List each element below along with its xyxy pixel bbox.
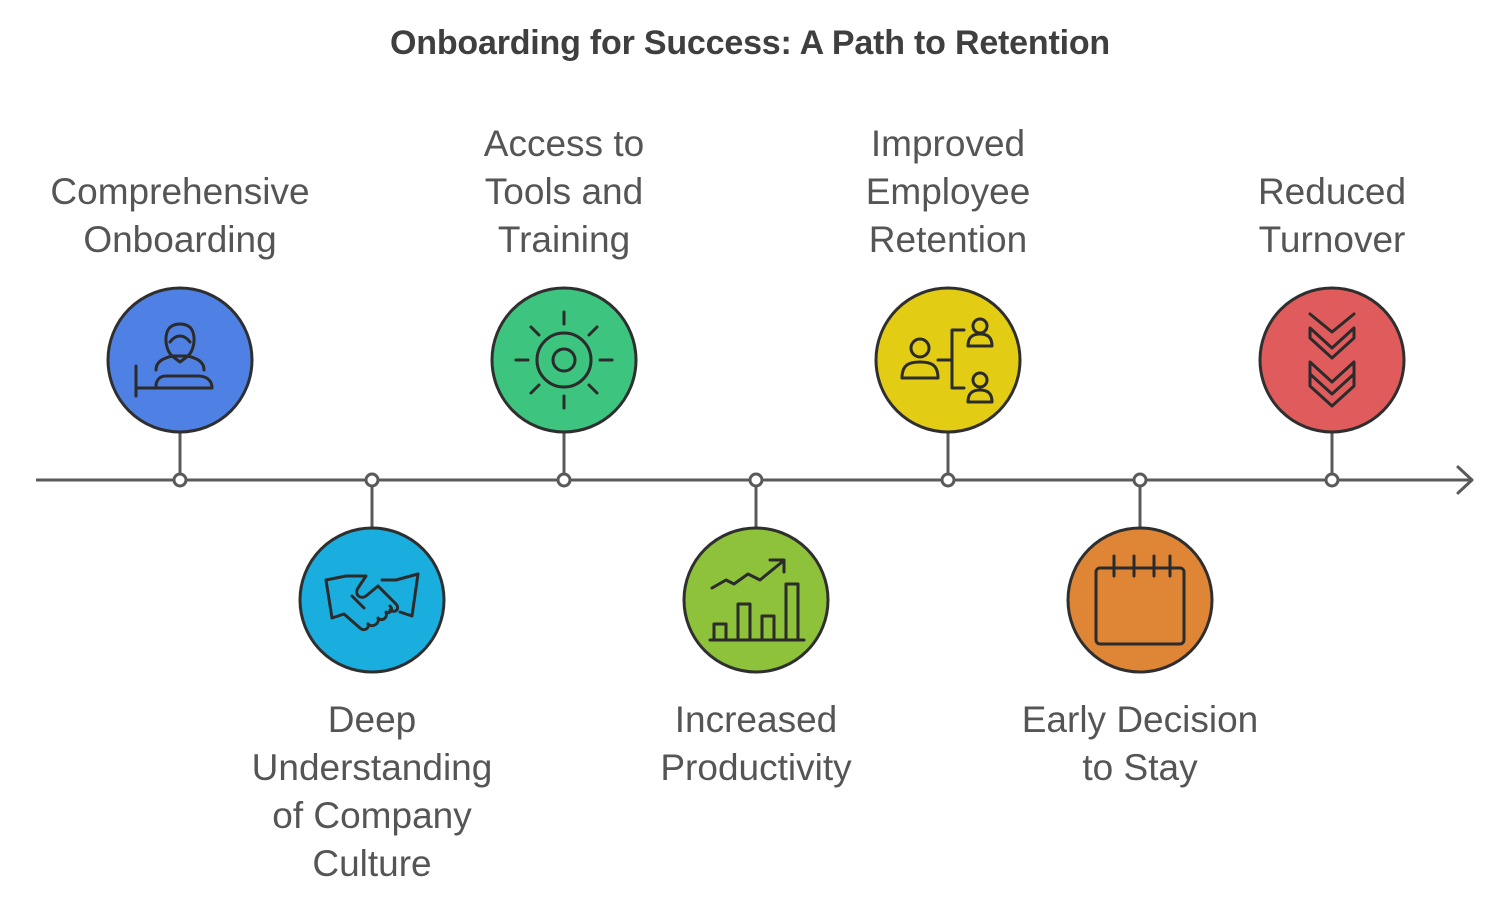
step-label-line: Productivity	[660, 747, 852, 788]
axis-marker	[172, 472, 188, 488]
step-node	[1258, 286, 1406, 434]
axis-marker	[748, 472, 764, 488]
calendar-icon	[1094, 554, 1186, 646]
step-label-line: Tools and	[484, 171, 644, 212]
step-label-line: Improved	[870, 123, 1026, 164]
timeline-connectors	[172, 432, 1340, 528]
step-label-line: Deep	[327, 699, 417, 740]
axis-marker	[1324, 472, 1340, 488]
step-label-line: Culture	[312, 843, 432, 884]
axis-marker	[940, 472, 956, 488]
chevrons-down-icon	[1308, 312, 1356, 408]
step-node	[490, 286, 638, 434]
step-label-line: to Stay	[1082, 747, 1198, 788]
step-label-line: Reduced	[1257, 171, 1407, 212]
axis-marker	[556, 472, 572, 488]
axis-marker	[1132, 472, 1148, 488]
step-node	[682, 526, 830, 674]
org-chart-icon	[900, 317, 994, 404]
step-label: Early Decision to Stay	[990, 696, 1290, 792]
step-node	[1066, 526, 1214, 674]
axis-marker	[364, 472, 380, 488]
step-label-line: Employee	[865, 171, 1031, 212]
step-label-line: Retention	[868, 219, 1028, 260]
step-label-line: Access to	[483, 123, 645, 164]
step-label-line: Turnover	[1258, 219, 1406, 260]
gear-icon	[514, 310, 614, 410]
step-label-line: Onboarding	[83, 219, 277, 260]
step-node	[298, 526, 446, 674]
step-label-line: Training	[497, 219, 631, 260]
person-at-desk-icon	[134, 322, 214, 398]
step-label-line: Understanding	[251, 747, 493, 788]
handshake-icon	[324, 572, 420, 632]
step-label-line: of Company	[272, 795, 472, 836]
step-label-line: Early Decision	[1021, 699, 1259, 740]
growth-chart-icon	[708, 558, 806, 642]
step-node	[106, 286, 254, 434]
timeline-arrowhead	[1456, 465, 1474, 495]
step-label-line: Comprehensive	[50, 171, 310, 212]
diagram-title: Onboarding for Success: A Path to Retent…	[390, 24, 1110, 62]
step-label-line: Increased	[674, 699, 838, 740]
